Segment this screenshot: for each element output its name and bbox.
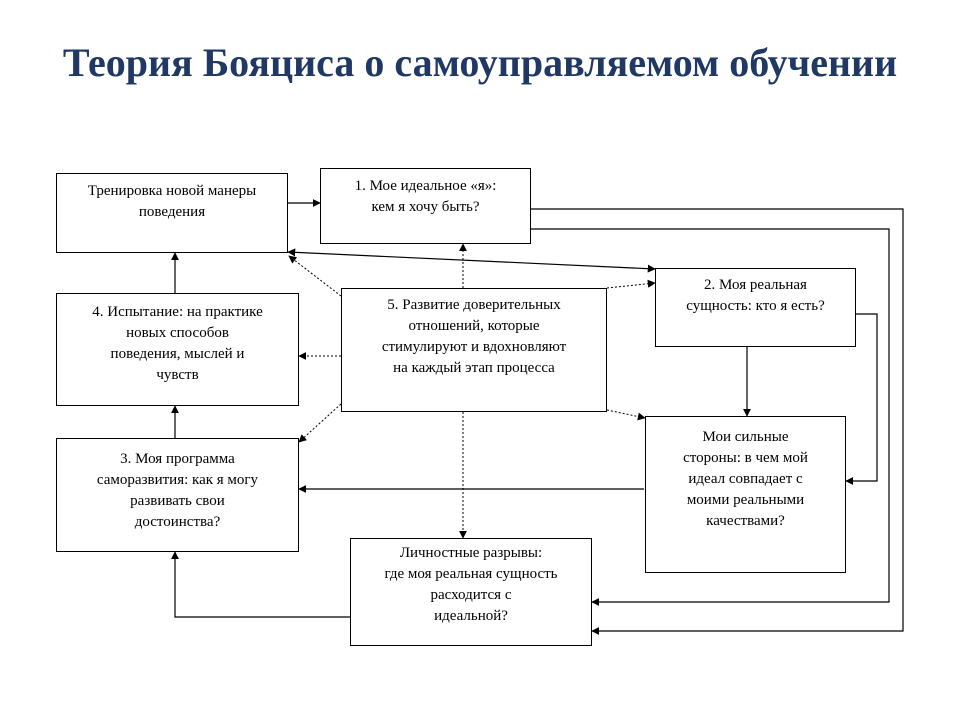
arrow-training-real: [287, 248, 656, 273]
box-program: 3. Моя программа саморазвития: как я мог…: [56, 438, 299, 552]
dotted-trust-to-program: [298, 403, 342, 443]
arrow-gaps-to-program: [171, 551, 350, 618]
box-ideal-self: 1. Мое идеальное «я»: кем я хочу быть?: [320, 168, 531, 244]
box-testing: 4. Испытание: на практике новых способов…: [56, 293, 299, 406]
arrow-ideal-to-gaps-inner: [531, 228, 890, 606]
box-strengths: Мои сильные стороны: в чем мой идеал сов…: [645, 416, 846, 573]
box-gaps: Личностные разрывы: где моя реальная сущ…: [350, 538, 592, 646]
dotted-trust-to-strengths: [606, 409, 646, 421]
page-title: Теория Бояциса о самоуправляемом обучени…: [62, 40, 898, 85]
box-trust: 5. Развитие доверительных отношений, кот…: [341, 288, 607, 412]
arrow-real-to-strengths-right: [845, 313, 878, 485]
box-training: Тренировка новой манеры поведения: [56, 173, 288, 253]
arrow-ideal-to-gaps-outer: [531, 208, 904, 635]
box-real-self: 2. Моя реальная сущность: кто я есть?: [655, 268, 856, 347]
dotted-trust-to-training: [288, 255, 342, 297]
dotted-trust-to-real: [606, 279, 656, 289]
